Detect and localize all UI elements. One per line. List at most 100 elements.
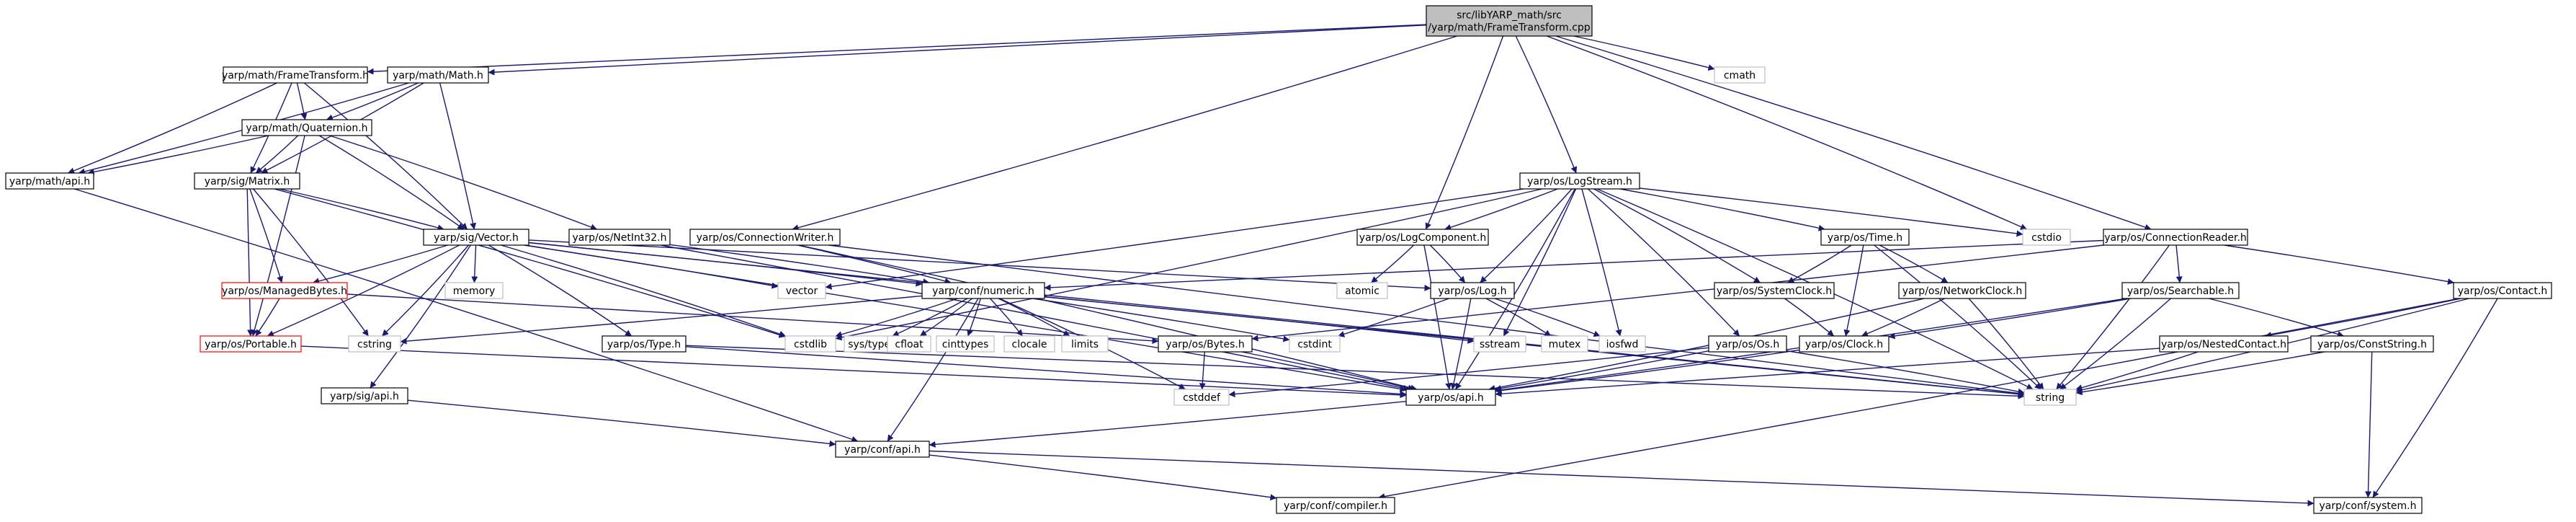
node-bytes_h[interactable]: yarp/os/Bytes.h xyxy=(1158,335,1253,353)
node-label-quat_h: yarp/math/Quaternion.h xyxy=(246,123,367,134)
node-root[interactable]: src/libYARP_math/src/yarp/math/FrameTran… xyxy=(1426,5,1593,37)
node-netint_h[interactable]: yarp/os/NetInt32.h xyxy=(568,229,671,246)
edge-matrix_h-to-vector_h xyxy=(279,188,444,231)
node-box-quat_h xyxy=(241,119,372,136)
node-box-os_h xyxy=(1708,335,1787,353)
edge-bytes_h-to-cstddef xyxy=(1199,351,1206,390)
node-cstdint: cstdint xyxy=(1289,335,1341,353)
node-clock_h[interactable]: yarp/os/Clock.h xyxy=(1799,335,1889,353)
node-managed_h[interactable]: yarp/os/ManagedBytes.h xyxy=(221,282,348,299)
node-os_h[interactable]: yarp/os/Os.h xyxy=(1708,335,1787,353)
node-box-limits xyxy=(1061,335,1109,353)
node-label-iosfwd: iosfwd xyxy=(1606,339,1639,350)
node-label-portable_h: yarp/os/Portable.h xyxy=(205,339,297,350)
node-label-cfloat: cfloat xyxy=(895,339,923,350)
edge-numeric_h-to-cstdlib xyxy=(835,298,958,338)
node-label-limits: limits xyxy=(1071,339,1099,350)
node-searchable_h[interactable]: yarp/os/Searchable.h xyxy=(2121,282,2240,299)
node-confapi_h[interactable]: yarp/conf/api.h xyxy=(835,441,930,458)
node-label-os_h: yarp/os/Os.h xyxy=(1716,339,1779,350)
edge-searchable_h-to-clock_h xyxy=(1888,298,2131,340)
edge-log_h-to-cstdint xyxy=(1338,298,1449,337)
node-label-netint_h: yarp/os/NetInt32.h xyxy=(572,232,666,244)
edge-osapi_h-to-confapi_h xyxy=(929,401,1407,448)
node-box-nested_h xyxy=(2159,335,2289,353)
edge-conststr_h-to-string xyxy=(2075,351,2325,396)
edge-root-to-logstream_h xyxy=(1515,35,1578,174)
node-conststr_h[interactable]: yarp/os/ConstString.h xyxy=(2310,335,2434,353)
edge-os_h-to-osapi_h xyxy=(1494,350,1709,392)
edge-math_h-to-quat_h xyxy=(326,82,419,121)
edge-root-to-cmath xyxy=(1573,35,1715,71)
node-vector_h[interactable]: yarp/sig/Vector.h xyxy=(423,229,529,246)
edge-root-to-logcomp_h xyxy=(1425,35,1504,230)
edge-time_h-to-netclock_h xyxy=(1879,244,1949,283)
node-logstream_h[interactable]: yarp/os/LogStream.h xyxy=(1519,172,1640,190)
edge-root-to-math_h xyxy=(488,25,1427,76)
node-label-ft_h: yarp/math/FrameTransform.h xyxy=(222,70,369,81)
node-label-math_h: yarp/math/Math.h xyxy=(393,70,483,81)
node-label-confapi_h: yarp/conf/api.h xyxy=(844,444,921,456)
node-ft_h[interactable]: yarp/math/FrameTransform.h xyxy=(222,66,369,84)
node-portable_h[interactable]: yarp/os/Portable.h xyxy=(200,335,302,353)
edge-quat_h-to-mathapi_h xyxy=(87,135,269,175)
node-box-cstdio xyxy=(2022,229,2071,246)
node-atomic: atomic xyxy=(1336,282,1388,299)
node-logcomp_h[interactable]: yarp/os/LogComponent.h xyxy=(1356,229,1489,246)
node-math_h[interactable]: yarp/math/Math.h xyxy=(387,66,489,84)
node-connreader_h[interactable]: yarp/os/ConnectionReader.h xyxy=(2103,229,2248,246)
node-sigapi_h[interactable]: yarp/sig/api.h xyxy=(321,387,408,404)
node-sysclock_h[interactable]: yarp/os/SystemClock.h xyxy=(1714,282,1835,299)
edge-numeric_h-to-confapi_h xyxy=(887,298,979,442)
node-box-root xyxy=(1426,5,1593,37)
edge-vector_h-to-type_h xyxy=(488,244,632,337)
edge-numeric_h-to-cfloat xyxy=(919,298,973,337)
edge-logcomp_h-to-log_h xyxy=(1429,244,1466,283)
node-box-memory xyxy=(444,282,504,299)
edge-searchable_h-to-string xyxy=(2060,298,2171,390)
edge-os_h-to-cstddef xyxy=(1228,347,1709,398)
edge-logstream_h-to-os_h xyxy=(1587,188,1740,337)
edge-ft_h-to-quat_h xyxy=(296,82,308,120)
node-label-type_h: yarp/os/Type.h xyxy=(607,339,681,350)
node-osapi_h[interactable]: yarp/os/api.h xyxy=(1405,389,1496,406)
edge-conststr_h-to-system_h xyxy=(2365,351,2373,498)
edge-quat_h-to-netint_h xyxy=(329,135,598,231)
edge-log_h-to-osapi_h xyxy=(1450,298,1472,390)
edge-netclock_h-to-string xyxy=(1968,298,2044,390)
node-sstream: sstream xyxy=(1473,335,1526,353)
node-label-vector: vector xyxy=(786,286,818,297)
node-cfloat: cfloat xyxy=(887,335,931,353)
edge-logstream_h-to-log_h xyxy=(1480,188,1573,283)
node-label-contact_h: yarp/os/Contact.h xyxy=(2458,286,2548,297)
edge-matrix_h-to-managed_h xyxy=(249,188,283,283)
edge-managed_h-to-portable_h xyxy=(255,298,280,337)
node-netclock_h[interactable]: yarp/os/NetworkClock.h xyxy=(1898,282,2026,299)
edge-vector_h-to-sigapi_h xyxy=(370,244,471,389)
node-quat_h[interactable]: yarp/math/Quaternion.h xyxy=(241,119,372,136)
edge-numeric_h-to-cinttypes xyxy=(967,298,981,337)
node-matrix_h[interactable]: yarp/sig/Matrix.h xyxy=(194,172,300,190)
node-time_h[interactable]: yarp/os/Time.h xyxy=(1820,229,1910,246)
edge-numeric_h-to-limits xyxy=(998,298,1070,337)
edge-log_h-to-mutex xyxy=(1485,298,1552,337)
node-system_h[interactable]: yarp/conf/system.h xyxy=(2313,497,2423,514)
edge-confapi_h-to-compiler_h xyxy=(929,454,1277,501)
edge-ft_h-to-mathapi_h xyxy=(68,82,277,174)
node-numeric_h[interactable]: yarp/conf/numeric.h xyxy=(921,282,1045,299)
node-box-sysclock_h xyxy=(1714,282,1835,299)
node-connwriter_h[interactable]: yarp/os/ConnectionWriter.h xyxy=(689,229,841,246)
edge-nested_h-to-string xyxy=(2075,351,2199,391)
node-contact_h[interactable]: yarp/os/Contact.h xyxy=(2453,282,2552,299)
node-cstdlib: cstdlib xyxy=(784,335,836,353)
node-mathapi_h[interactable]: yarp/math/api.h xyxy=(5,172,94,190)
edge-sysclock_h-to-clock_h xyxy=(1784,298,1835,337)
node-compiler_h[interactable]: yarp/conf/compiler.h xyxy=(1276,497,1395,514)
node-nested_h[interactable]: yarp/os/NestedContact.h xyxy=(2159,335,2289,353)
edge-time_h-to-string xyxy=(1874,244,2041,390)
node-label-memory: memory xyxy=(453,286,496,297)
edge-logstream_h-to-cstdlib xyxy=(835,188,1543,341)
node-type_h[interactable]: yarp/os/Type.h xyxy=(601,335,687,353)
node-log_h[interactable]: yarp/os/Log.h xyxy=(1430,282,1515,299)
edge-ft_h-to-vector_h xyxy=(303,82,468,230)
